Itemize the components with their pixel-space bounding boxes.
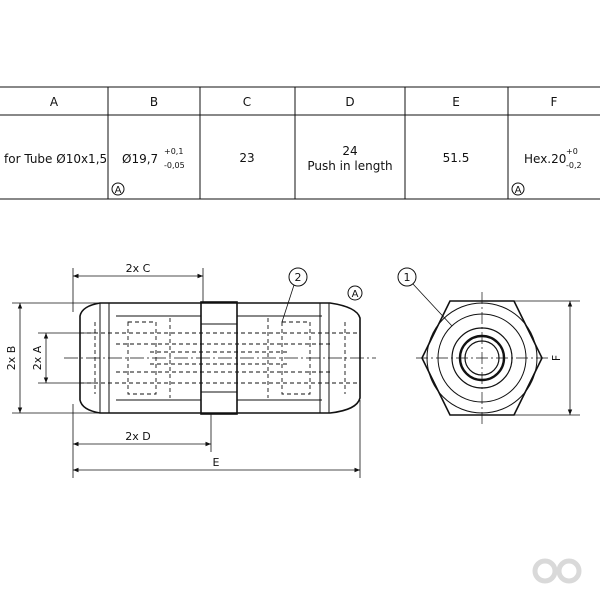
cell-a: for Tube Ø10x1,5: [4, 152, 107, 166]
cell-e: 51.5: [443, 151, 470, 165]
spec-table: [0, 86, 600, 200]
header-b: B: [150, 95, 158, 109]
header-f: F: [551, 95, 558, 109]
header-c: C: [243, 95, 251, 109]
side-view: [64, 301, 376, 415]
svg-text:A: A: [352, 289, 359, 300]
dimension-label-f: F: [550, 355, 563, 361]
revision-marker-b: A: [111, 182, 125, 196]
header-a: A: [50, 95, 59, 109]
dimension-label-2xb: 2x B: [5, 346, 18, 371]
cell-f-upper-tol: +0: [566, 147, 578, 156]
cell-b-value: Ø19,7: [122, 152, 158, 166]
dimension-2xd: [72, 404, 212, 452]
dimension-2xc: [72, 268, 204, 312]
cell-b-upper-tol: +0,1: [164, 147, 183, 156]
cell-f-lower-tol: -0,2: [566, 161, 582, 170]
cell-f-value: Hex.20: [524, 152, 566, 166]
revision-marker-view: A: [347, 285, 363, 301]
cell-d-line1: 24: [342, 144, 357, 158]
brand-logo-icon: [532, 558, 582, 584]
dimension-f: [514, 300, 580, 416]
end-view: [416, 292, 548, 424]
dimension-label-2xc: 2x C: [126, 262, 151, 275]
dimension-label-2xd: 2x D: [125, 430, 150, 443]
dimension-label-2xa: 2x A: [31, 345, 44, 370]
svg-text:A: A: [115, 185, 122, 196]
callout-1: 1: [397, 267, 453, 327]
cell-b-lower-tol: -0,05: [164, 161, 185, 170]
cell-c: 23: [239, 151, 254, 165]
svg-text:2: 2: [295, 271, 302, 284]
dimension-2xb: [12, 302, 100, 414]
header-e: E: [452, 95, 460, 109]
svg-text:1: 1: [404, 271, 411, 284]
dimension-label-e: E: [213, 456, 220, 469]
cell-d-line2: Push in length: [307, 159, 392, 173]
svg-text:A: A: [515, 185, 522, 196]
dimension-2xa: [38, 332, 95, 384]
revision-marker-f: A: [511, 182, 525, 196]
dimension-e: [72, 400, 361, 478]
header-d: D: [345, 95, 354, 109]
callout-2: 2: [281, 267, 308, 323]
